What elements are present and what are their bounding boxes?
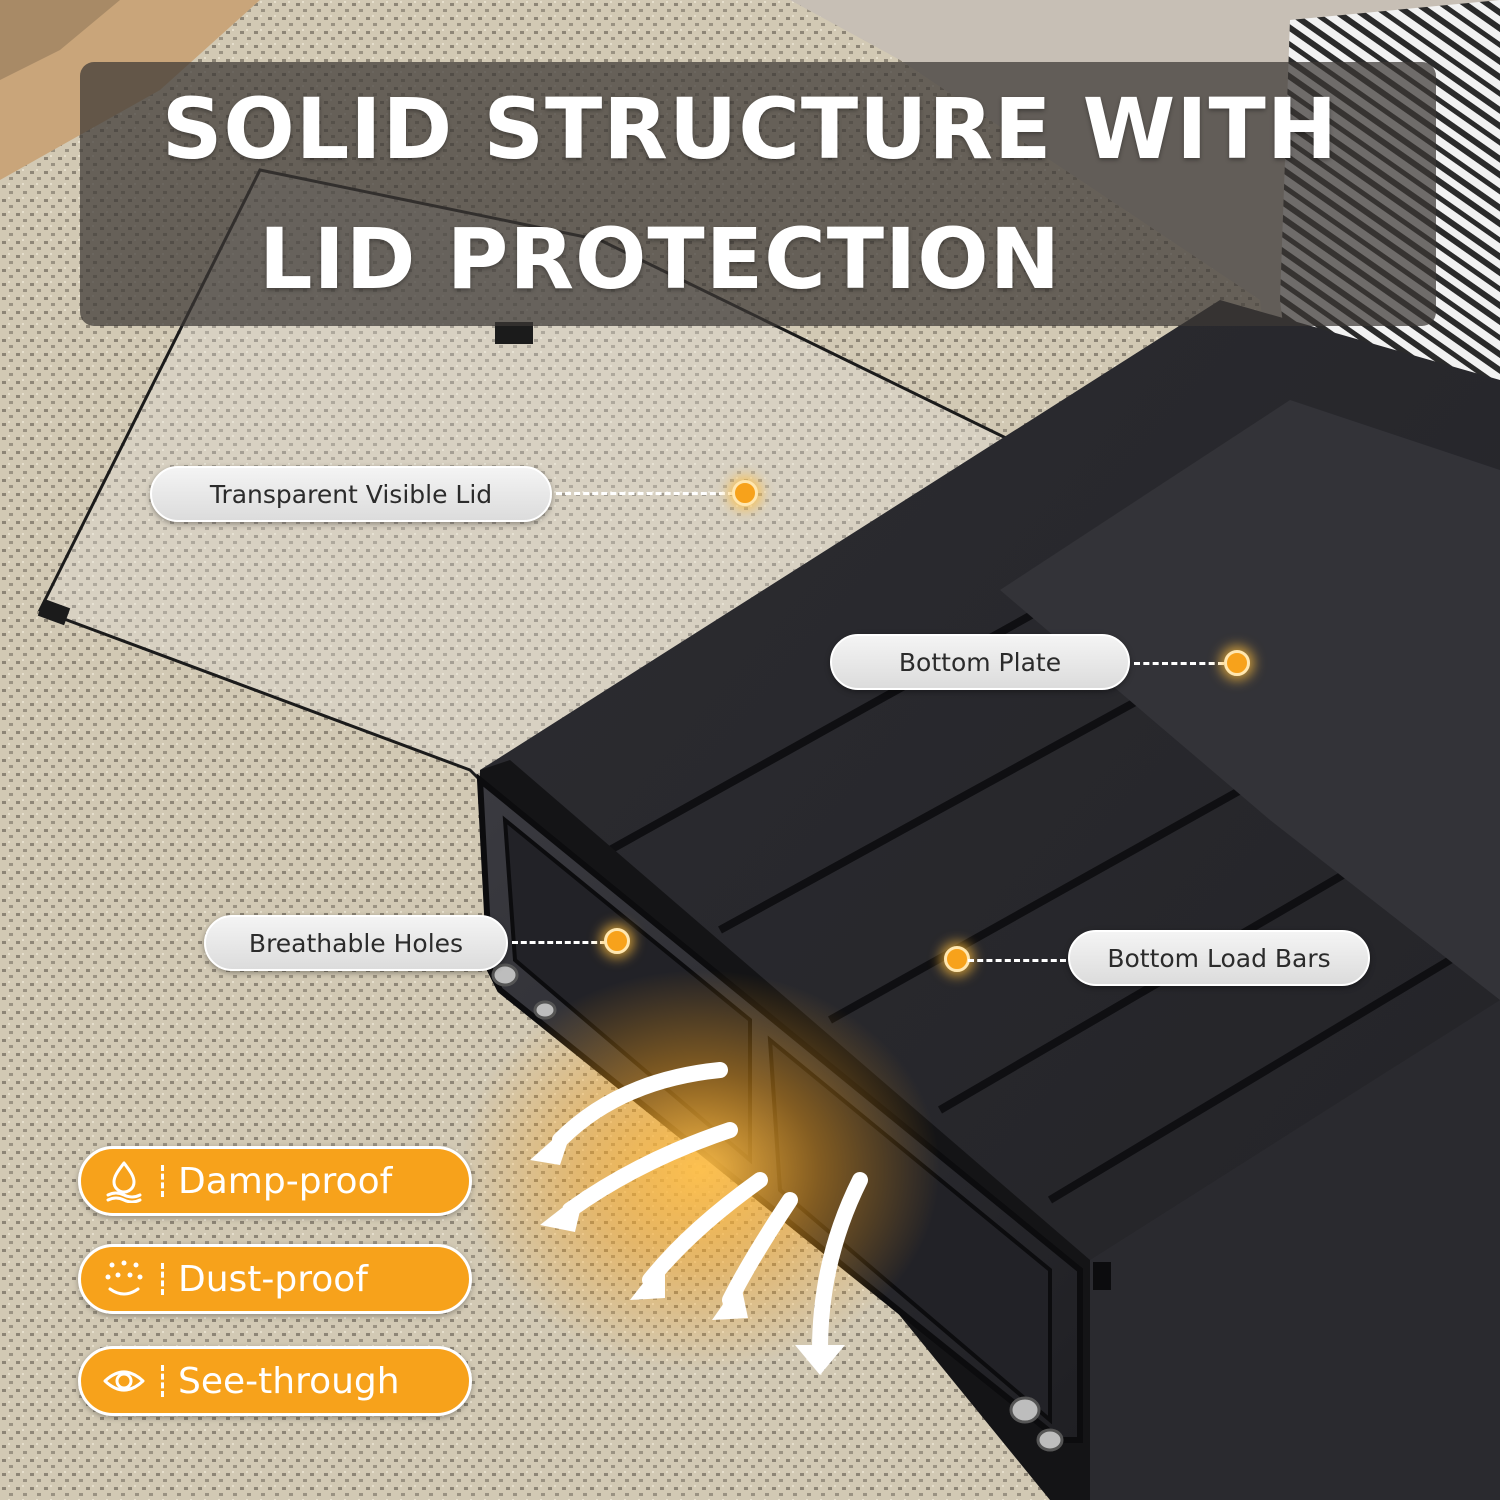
callout-holes-leader bbox=[512, 941, 606, 944]
callout-bottom-plate: Bottom Plate bbox=[830, 634, 1130, 690]
feature-see-through: See-through bbox=[78, 1346, 472, 1416]
callout-plate-dot bbox=[1224, 650, 1250, 676]
feature-separator bbox=[161, 1263, 164, 1295]
eye-icon bbox=[97, 1354, 151, 1408]
dust-icon bbox=[97, 1252, 151, 1306]
feature-label: See-through bbox=[178, 1360, 400, 1402]
callout-lid-dot bbox=[732, 480, 758, 506]
page-title-line-1: SOLID STRUCTURE WITH bbox=[161, 80, 1339, 178]
feature-dust-proof: Dust-proof bbox=[78, 1244, 472, 1314]
callout-bottom-load-bars: Bottom Load Bars bbox=[1068, 930, 1370, 986]
callout-bars-dot bbox=[944, 946, 970, 972]
callout-plate-leader bbox=[1134, 662, 1224, 665]
feature-damp-proof: Damp-proof bbox=[78, 1146, 472, 1216]
water-drop-icon bbox=[97, 1154, 151, 1208]
page-title-line-2: LID PROTECTION bbox=[259, 210, 1061, 308]
callout-breathable-holes: Breathable Holes bbox=[204, 915, 508, 971]
callout-lid-leader bbox=[556, 492, 734, 495]
callout-holes-dot bbox=[604, 928, 630, 954]
callout-bars-leader bbox=[968, 959, 1066, 962]
feature-label: Damp-proof bbox=[178, 1160, 393, 1202]
feature-separator bbox=[161, 1365, 164, 1397]
title-banner bbox=[80, 62, 1436, 326]
callout-transparent-lid: Transparent Visible Lid bbox=[150, 466, 552, 522]
feature-label: Dust-proof bbox=[178, 1258, 368, 1300]
feature-separator bbox=[161, 1165, 164, 1197]
